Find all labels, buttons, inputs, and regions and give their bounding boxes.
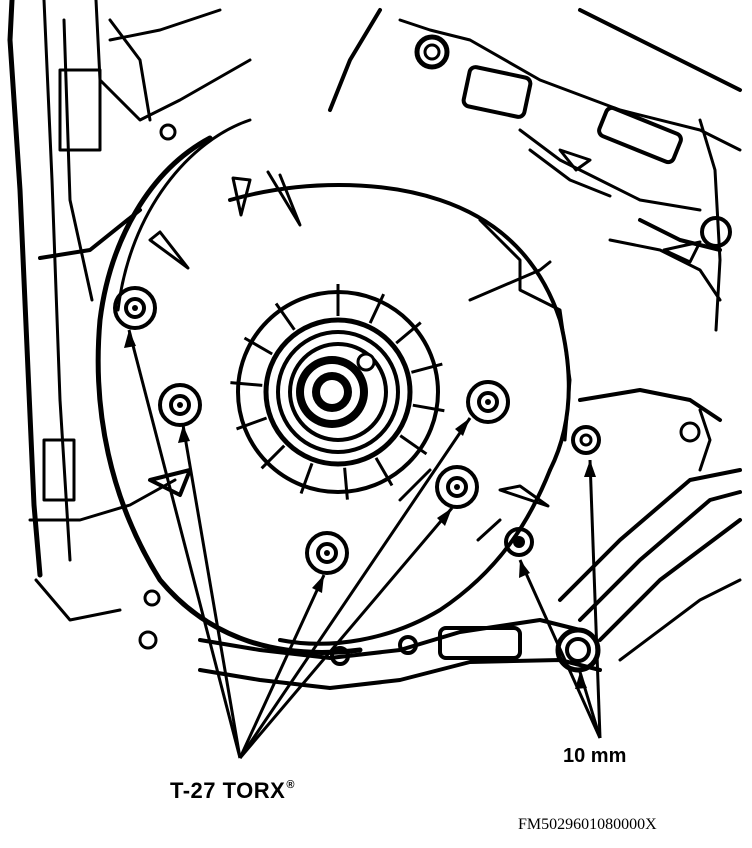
torx-arrowheads: [124, 330, 470, 593]
registered-mark: ®: [286, 779, 295, 791]
torx-leader-lines: [127, 329, 472, 759]
ten-mm-label: 10 mm: [563, 745, 627, 767]
torx-bolt: [113, 286, 157, 330]
upper-bracket: [328, 8, 742, 332]
right-housing: [558, 388, 742, 662]
torx-bolt: [158, 383, 202, 427]
torx-label: T-27 TORX®: [170, 778, 295, 804]
figure-code: FM5029601080000X: [518, 816, 657, 833]
housing-outline: [7, 0, 252, 650]
torx-bolt: [435, 465, 479, 509]
center-hub: [230, 284, 445, 500]
hex-bolt-10mm: [571, 425, 601, 455]
torx-bolt: [466, 380, 510, 424]
cover-plate: [95, 118, 602, 690]
hex-bolt-10mm: [504, 527, 534, 557]
ten-mm-arrowheads: [519, 460, 596, 689]
torx-label-text: T-27 TORX: [170, 778, 286, 803]
torx-bolt: [305, 531, 349, 575]
